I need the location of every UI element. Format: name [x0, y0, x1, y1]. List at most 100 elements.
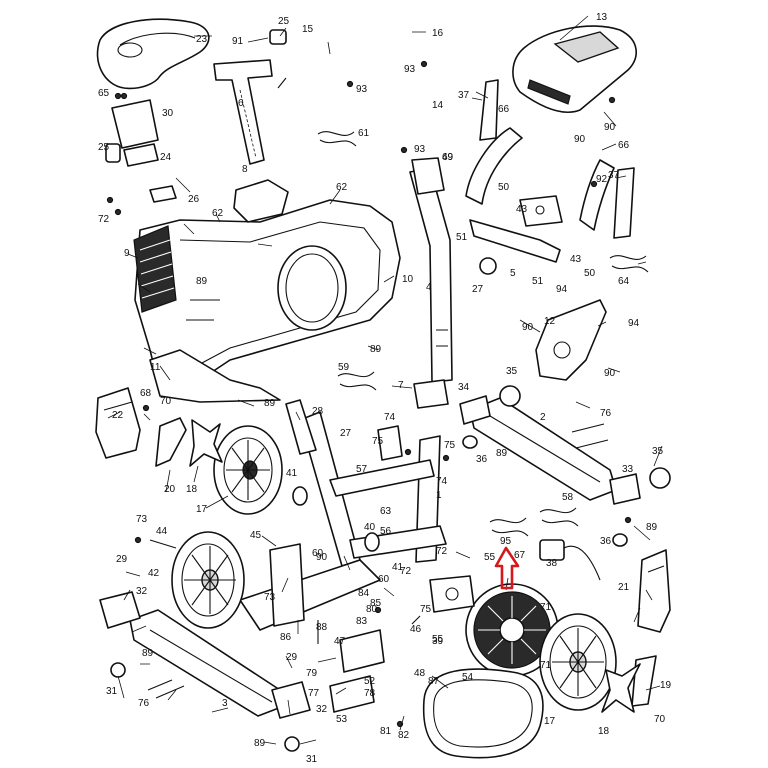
callout: 31 — [306, 754, 318, 765]
console — [512, 25, 637, 114]
seat-post — [213, 59, 273, 165]
callout: 49 — [442, 152, 454, 163]
callout: 12 — [544, 316, 556, 327]
pulse-wires — [317, 131, 649, 537]
drive-pulley — [465, 583, 559, 677]
callout: 78 — [364, 688, 376, 699]
callout: 59 — [338, 362, 350, 373]
callout: 24 — [160, 152, 172, 163]
callout: 89 — [142, 648, 154, 659]
callout: 27 — [472, 284, 484, 295]
callout: 7 — [398, 380, 404, 391]
callout: 8 — [242, 164, 248, 175]
callout: 25 — [278, 16, 290, 27]
callout: 66 — [618, 140, 630, 151]
callout: 37 — [608, 170, 620, 181]
callout: 68 — [140, 388, 152, 399]
handlebar — [465, 127, 615, 263]
callout: 90 — [604, 122, 616, 133]
callout: 95 — [500, 536, 512, 547]
callout: 18 — [186, 484, 198, 495]
fan-knob — [479, 257, 497, 275]
callout: 86 — [280, 632, 292, 643]
callout: 9 — [124, 248, 130, 259]
callout: 69 — [442, 152, 454, 163]
flywheel-right — [539, 613, 617, 711]
power-adapter — [539, 539, 601, 581]
callout: 57 — [356, 464, 368, 475]
callout: 90 — [316, 552, 328, 563]
callout: 92 — [596, 174, 608, 185]
callout: 85 — [370, 598, 382, 609]
callout: 89 — [496, 448, 508, 459]
callout: 55 — [432, 634, 444, 645]
callout: 87 — [428, 676, 440, 687]
callout: 62 — [212, 208, 224, 219]
callout: 23 — [196, 34, 208, 45]
callout: 74 — [384, 412, 396, 423]
callout: 17 — [544, 716, 556, 727]
callout: 93 — [404, 64, 416, 75]
callout: 90 — [522, 322, 534, 333]
callout: 66 — [498, 104, 510, 115]
callout: 82 — [398, 730, 410, 741]
callout: 88 — [316, 622, 328, 633]
callout: 90 — [604, 368, 616, 379]
callout: 3 — [222, 698, 228, 709]
callout: 89 — [254, 738, 266, 749]
callout: 67 — [514, 550, 526, 561]
callout: 62 — [336, 182, 348, 193]
callout: 21 — [618, 582, 630, 593]
callout: 13 — [596, 12, 608, 23]
handlebar-post — [535, 299, 607, 381]
callout: 33 — [622, 464, 634, 475]
callout: 63 — [380, 506, 392, 517]
callout: 17 — [196, 504, 208, 515]
callout: 40 — [364, 522, 376, 533]
callout: 5 — [510, 268, 516, 279]
callout: 22 — [112, 410, 124, 421]
callout: 83 — [356, 616, 368, 627]
shroud-lower — [149, 349, 281, 403]
callout: 19 — [660, 680, 672, 691]
seat-tube-cap — [233, 179, 289, 223]
callout: 29 — [286, 652, 298, 663]
seat-clamp-knob — [105, 29, 287, 163]
crank-left — [155, 417, 187, 467]
callout: 89 — [264, 398, 276, 409]
callout: 47 — [334, 636, 346, 647]
callout: 72 — [436, 546, 448, 557]
hub-bushings — [292, 435, 628, 552]
pedal-right — [637, 549, 671, 633]
callout: 26 — [188, 194, 200, 205]
callout-labels: 1 2 3 4 5 6 7 8 9 10 11 12 13 14 15 16 1… — [98, 12, 672, 765]
flywheel-left — [171, 531, 245, 629]
handlebar-grip-right — [613, 167, 635, 239]
front-grille — [133, 225, 177, 313]
callout: 50 — [584, 268, 596, 279]
callout: 70 — [160, 396, 172, 407]
callout: 15 — [302, 24, 314, 35]
callout: 77 — [308, 688, 320, 699]
callout: 16 — [432, 28, 444, 39]
callout: 60 — [378, 574, 390, 585]
callout: 55 — [484, 552, 496, 563]
stabilizer-end-caps — [99, 395, 641, 719]
callout: 51 — [456, 232, 468, 243]
callout: 14 — [432, 100, 444, 111]
callout: 44 — [156, 526, 168, 537]
callout: 89 — [196, 276, 208, 287]
callout: 54 — [462, 672, 474, 683]
callout: 38 — [546, 558, 558, 569]
callout: 91 — [232, 36, 244, 47]
callout: 93 — [414, 144, 426, 155]
callout: 73 — [264, 592, 276, 603]
callout: 43 — [570, 254, 582, 265]
callout: 25 — [98, 142, 110, 153]
upright-tube — [409, 157, 453, 383]
callout: 94 — [556, 284, 568, 295]
crank-spider-right — [601, 663, 641, 713]
callout: 4 — [426, 282, 432, 293]
callout: 29 — [116, 554, 128, 565]
